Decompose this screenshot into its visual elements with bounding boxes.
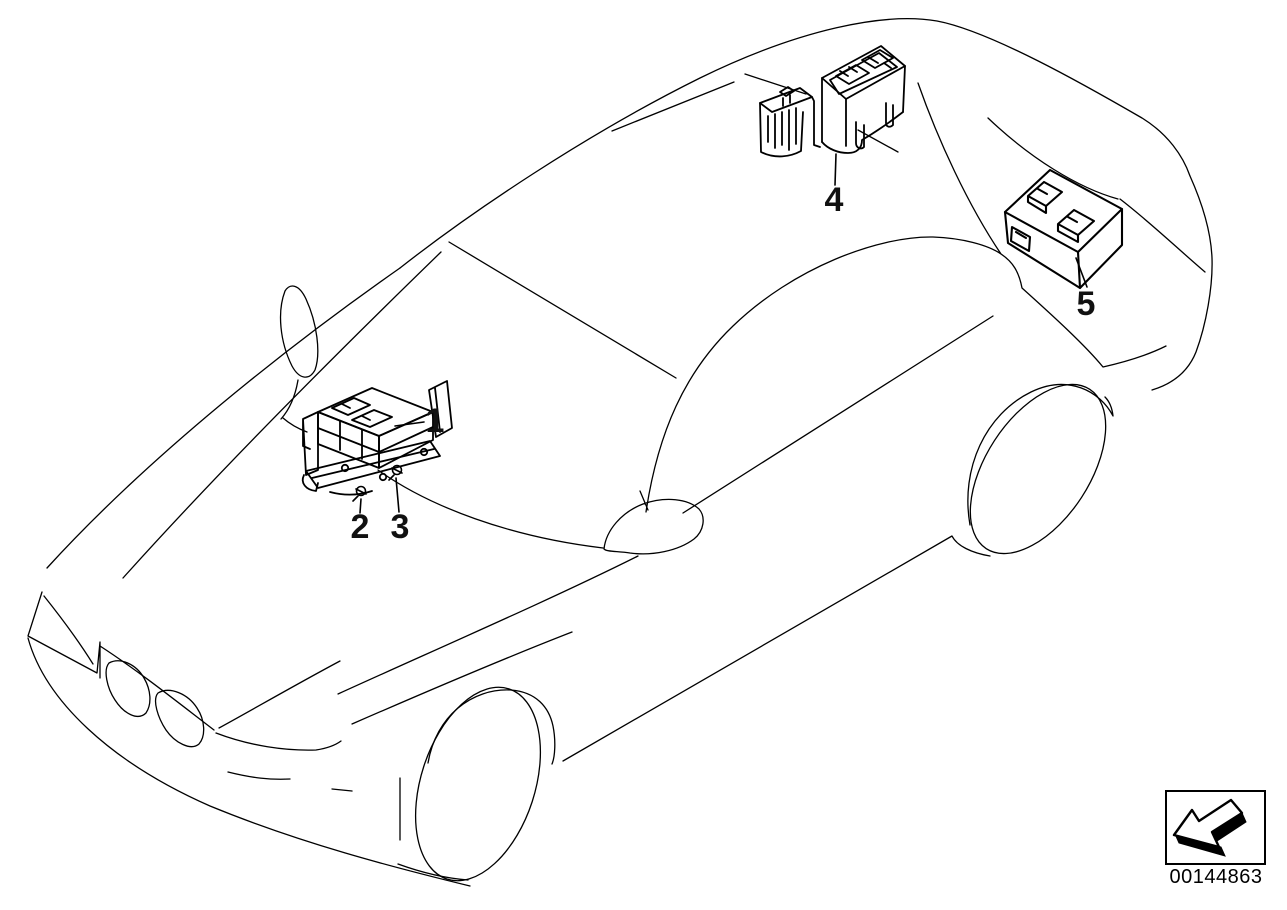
leader-line-5 xyxy=(1076,258,1087,287)
part-5-control-module[interactable] xyxy=(1005,170,1122,288)
door-mirror-far xyxy=(281,286,318,432)
rear-wheel xyxy=(943,361,1134,577)
car-front-end-lines xyxy=(28,252,603,886)
callout-label-5[interactable]: 5 xyxy=(1076,285,1096,323)
car-lower-body-lines xyxy=(398,385,1113,880)
front-wheel xyxy=(393,671,563,896)
page-turn-arrow-icon xyxy=(1167,792,1263,862)
leader-line-1 xyxy=(395,422,424,426)
part-2-screw[interactable] xyxy=(353,487,366,502)
callout-label-3[interactable]: 3 xyxy=(390,508,410,546)
callout-label-1[interactable]: 1 xyxy=(425,402,445,440)
callout-label-4[interactable]: 4 xyxy=(824,181,844,219)
part-4-carrier-bracket[interactable] xyxy=(760,46,905,156)
leader-line-4 xyxy=(835,154,836,185)
leader-line-2 xyxy=(360,499,361,513)
doc-number: 00144863 xyxy=(1169,866,1263,888)
part-1-module-bracket[interactable] xyxy=(303,381,452,495)
car-outline-drawing xyxy=(28,19,1212,897)
fender-character-lines xyxy=(338,74,898,724)
callout-label-2[interactable]: 2 xyxy=(350,508,370,546)
leader-line-3 xyxy=(396,478,399,512)
kidney-grille xyxy=(106,661,204,747)
part-3-screw[interactable] xyxy=(389,466,402,481)
stamp-box xyxy=(1165,790,1266,865)
door-mirror-near xyxy=(604,491,703,554)
car-silhouette-line xyxy=(400,19,1212,513)
callout-leader-lines xyxy=(360,154,1087,513)
